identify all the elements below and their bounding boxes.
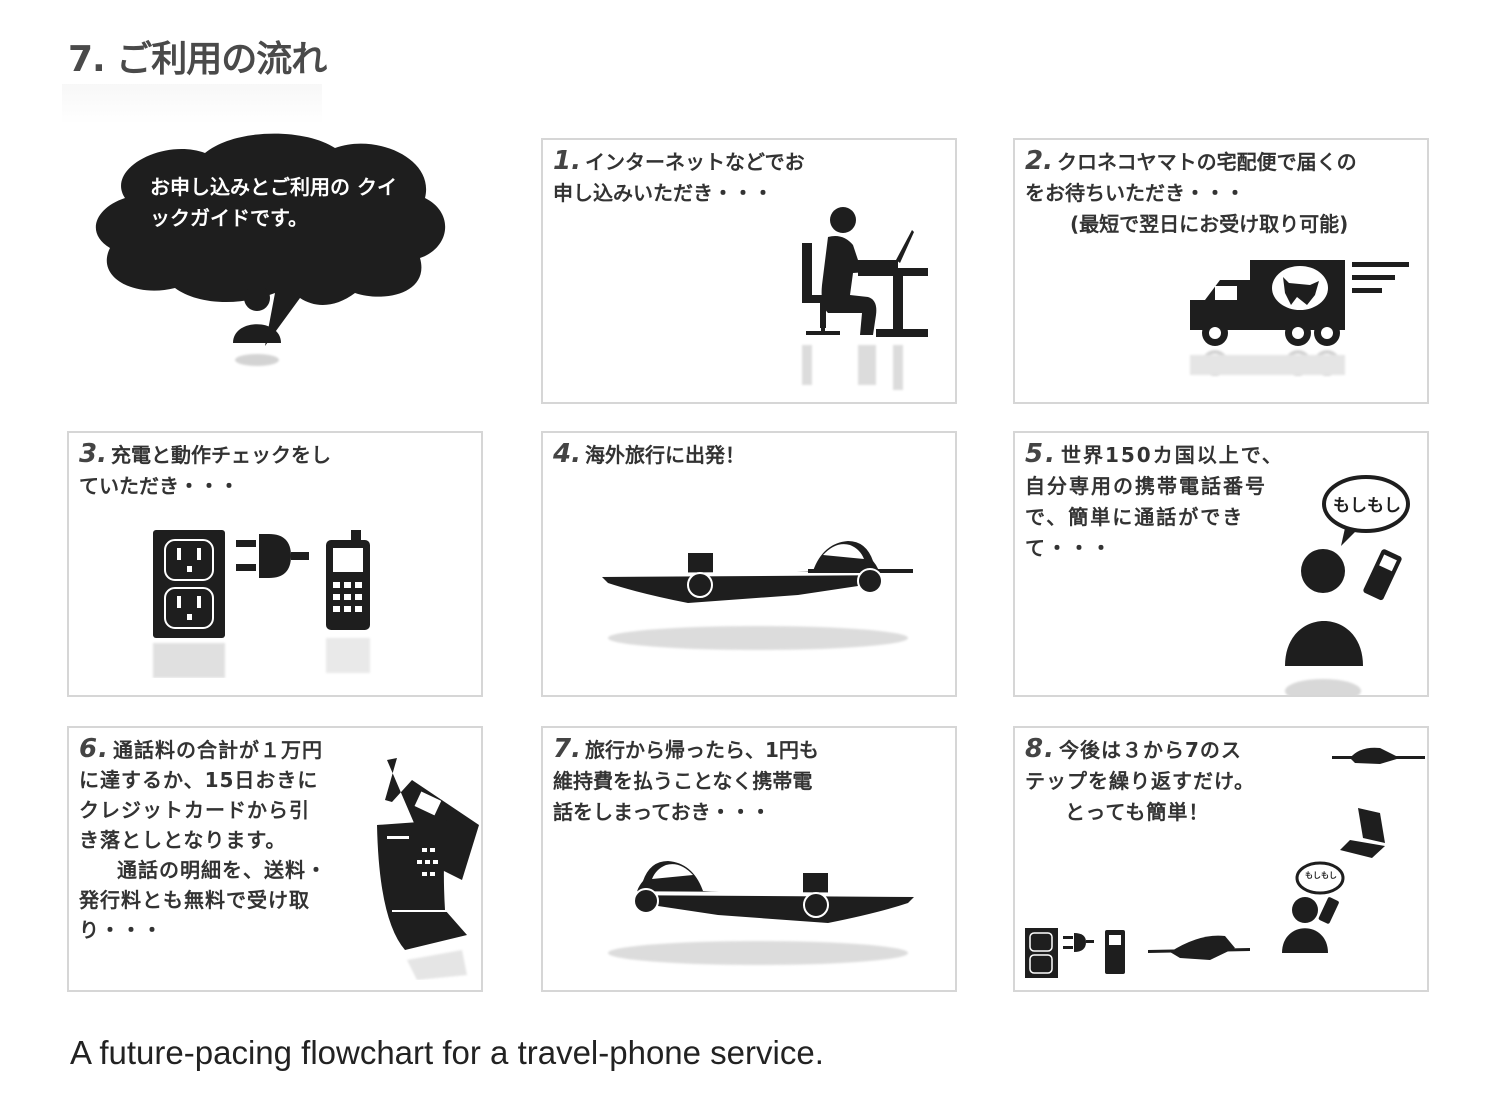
step-line: とっても簡単！: [1065, 800, 1210, 824]
bubble-line: クイックガイドです。: [150, 175, 397, 230]
step-text: 3.充電と動作チェックをし ていただき・・・: [79, 439, 471, 502]
step-panel-1: 1.インターネットなどでお 申し込みいただき・・・: [541, 138, 957, 404]
speech-bubble-text: もしもし: [1333, 496, 1401, 516]
bubble-line: お申し込みとご利用の: [150, 175, 350, 199]
step-number: 4.: [553, 439, 581, 469]
step-text: 8.今後は３から7のス テップを繰り返すだけ。 とっても簡単！: [1025, 734, 1417, 828]
step-line: 世界150カ国以上で、: [1060, 443, 1284, 467]
step-line: クレジットカードから引: [79, 798, 310, 822]
step-line: 通話の明細を、送料・: [117, 858, 327, 882]
figure-caption: A future-pacing flowchart for a travel-p…: [70, 1034, 824, 1071]
airplane-return-icon: [603, 861, 916, 965]
page-title: 7. ご利用の流れ: [68, 39, 327, 80]
intro-bubble-text: お申し込みとご利用の クイックガイドです。: [150, 172, 410, 234]
step-line: 今後は３から7のス: [1058, 738, 1242, 762]
step-text: 6.通話料の合計が１万円 に達するか、15日おきに クレジットカードから引 き落…: [79, 734, 471, 945]
laptop-icon: [1340, 808, 1385, 858]
step-line: 海外旅行に出発！: [584, 443, 745, 467]
step-line: き落としとなります。: [79, 828, 287, 852]
outlet-plug-phone-icon: [153, 530, 370, 678]
step-text: 7.旅行から帰ったら、1円も 維持費を払うことなく携帯電 話をしまっておき・・・: [553, 734, 945, 828]
step-line: をお待ちいただき・・・: [1025, 181, 1245, 205]
step-panel-3: 3.充電と動作チェックをし ていただき・・・: [67, 431, 483, 697]
person-at-computer-desk-icon: [802, 207, 928, 390]
small-airplane-2-icon: [1148, 935, 1250, 960]
step-line: て・・・: [1025, 536, 1113, 560]
step-panel-4: 4.海外旅行に出発！: [541, 431, 957, 697]
step-line: 話をしまっておき・・・: [553, 800, 771, 824]
person-calling-icon: [1285, 475, 1410, 695]
bill-and-phone-icon: [377, 758, 479, 980]
step-text: 4.海外旅行に出発！: [553, 439, 945, 471]
step-line: に達するか、15日おきに: [79, 768, 319, 792]
step-panel-2: 2.クロネコヤマトの宅配便で届くの をお待ちいただき・・・ (最短で翌日にお受け…: [1013, 138, 1429, 404]
airplane-icon: [600, 541, 913, 650]
step-panel-6: 6.通話料の合計が１万円 に達するか、15日おきに クレジットカードから引 き落…: [67, 726, 483, 992]
step-line: 発行料とも無料で受け取: [79, 888, 310, 912]
step-panel-8: 8.今後は３から7のス テップを繰り返すだけ。 とっても簡単！: [1013, 726, 1429, 992]
step-line: (最短で翌日にお受け取り可能): [1070, 212, 1349, 236]
step-number: 7.: [553, 734, 581, 764]
small-speech-bubble-text: もしもし: [1305, 871, 1337, 880]
step-line: インターネットなどでお: [584, 150, 805, 174]
step-text: 2.クロネコヤマトの宅配便で届くの をお待ちいただき・・・ (最短で翌日にお受け…: [1025, 146, 1417, 240]
step-number: 6.: [79, 734, 109, 764]
delivery-truck-icon: [1190, 260, 1409, 376]
title-shadow: [62, 84, 322, 124]
step-number: 5.: [1025, 439, 1057, 469]
step-line: クロネコヤマトの宅配便で届くの: [1056, 150, 1357, 174]
step-number: 1.: [553, 146, 581, 176]
step-line: ていただき・・・: [79, 474, 239, 498]
step-text: 5.世界150カ国以上で、 自分専用の携帯電話番号 で、簡単に通話ができ て・・…: [1025, 439, 1417, 564]
repeat-cycle-icons: [1025, 747, 1425, 978]
step-number: 8.: [1025, 734, 1055, 764]
step-line: テップを繰り返すだけ。: [1025, 769, 1255, 793]
step-line: 維持費を払うことなく携帯電: [553, 769, 813, 793]
small-outlet-plug-phone-icon: [1025, 928, 1125, 978]
step-line: で、簡単に通話ができ: [1025, 505, 1245, 529]
small-person-calling-icon: [1282, 861, 1345, 953]
step-line: 充電と動作チェックをし: [110, 443, 331, 467]
step-number: 3.: [79, 439, 107, 469]
step-line: 自分専用の携帯電話番号: [1025, 474, 1267, 498]
step-line: 旅行から帰ったら、1円も: [584, 738, 819, 762]
step-panel-7: 7.旅行から帰ったら、1円も 維持費を払うことなく携帯電 話をしまっておき・・・: [541, 726, 957, 992]
step-line: 申し込みいただき・・・: [553, 181, 773, 205]
step-line: り・・・: [79, 918, 163, 942]
step-text: 1.インターネットなどでお 申し込みいただき・・・: [553, 146, 945, 209]
step-panel-5: 5.世界150カ国以上で、 自分専用の携帯電話番号 で、簡単に通話ができ て・・…: [1013, 431, 1429, 697]
small-airplane-icon: [1332, 747, 1425, 764]
thought-cloud-icon: [95, 133, 446, 366]
step-number: 2.: [1025, 146, 1053, 176]
step-line: 通話料の合計が１万円: [112, 738, 323, 762]
